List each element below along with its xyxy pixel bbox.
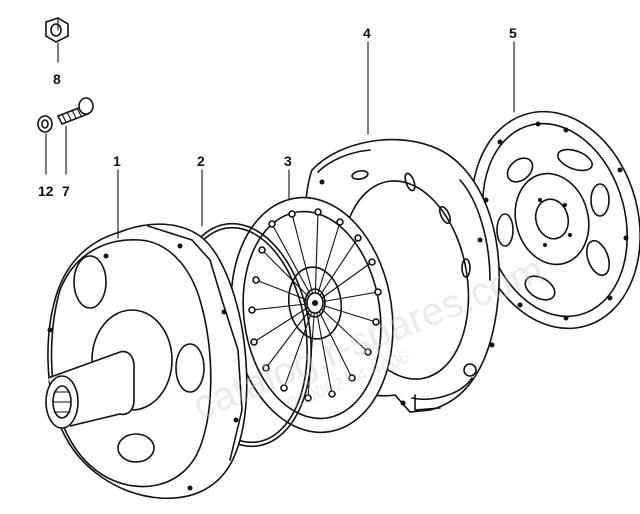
bolt-part-7: [56, 97, 94, 126]
clutch-disc-part-3: [230, 196, 394, 434]
callout-4: 4: [363, 25, 371, 41]
callout-7: 7: [62, 183, 70, 199]
leader-lines: [45, 41, 515, 239]
callout-labels: 8 12 7 1 2 3 4 5: [38, 25, 517, 199]
callout-3: 3: [284, 153, 292, 169]
callout-5: 5: [509, 25, 517, 41]
callout-12: 12: [38, 183, 54, 199]
nut-part-8: [45, 17, 69, 43]
callout-2: 2: [197, 153, 205, 169]
callout-8: 8: [53, 71, 61, 87]
transmission-housing-part-1: [45, 223, 248, 500]
callout-1: 1: [113, 153, 121, 169]
washer-part-12: [37, 115, 53, 133]
